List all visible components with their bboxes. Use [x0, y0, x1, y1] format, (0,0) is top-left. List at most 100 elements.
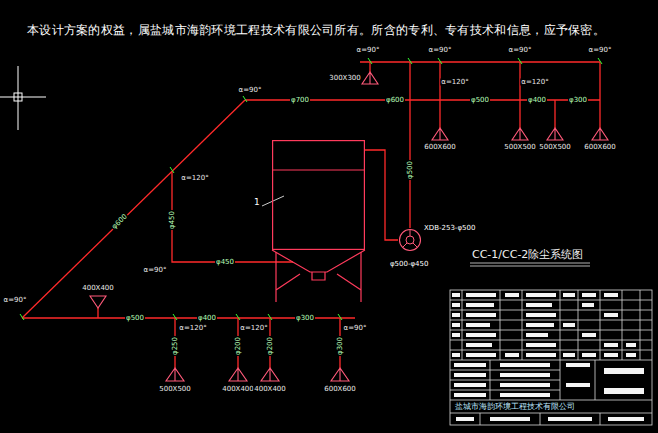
drawing-part — [466, 293, 496, 297]
crosshair — [0, 66, 46, 130]
dimension-label: φ300 — [568, 97, 588, 104]
drawing-part — [582, 353, 596, 357]
dimension-label: 400X400 — [81, 285, 115, 292]
dimension-label: α=90° — [238, 87, 263, 94]
drawing-part — [466, 303, 494, 307]
dimension-label: φ600 — [385, 97, 405, 104]
dimension-label: 600X600 — [323, 386, 357, 393]
drawing-part — [500, 363, 550, 367]
drawing-part — [505, 293, 519, 297]
dimension-label: α=90° — [508, 47, 533, 54]
drawing-part — [500, 373, 550, 377]
drawing-part — [563, 353, 575, 357]
redacted-cells — [452, 293, 644, 421]
hopper — [272, 250, 365, 272]
dimension-label: 600X600 — [423, 144, 457, 151]
hood-symbol — [432, 128, 448, 140]
drawing-part — [466, 353, 496, 357]
drawing-part — [454, 363, 486, 367]
drawing-part — [563, 323, 575, 327]
drawing-part — [526, 333, 548, 337]
dimension-label: α=120° — [520, 79, 549, 86]
duct — [409, 62, 410, 228]
hood-symbol — [331, 368, 349, 381]
drawing-part — [626, 343, 636, 347]
dimension-label: α=120° — [180, 175, 209, 182]
notice-text: 本设计方案的权益，属盐城市海韵环境工程技术有限公司所有。所含的专利、专有技术和信… — [26, 24, 606, 36]
collector-outline — [272, 140, 365, 250]
hood-symbol — [592, 128, 608, 140]
drawing-part — [452, 323, 460, 327]
fan-outline — [398, 228, 422, 252]
collector-cap — [272, 170, 365, 171]
dimension-label: φ450 — [215, 259, 235, 266]
dimension-label: φ450 — [169, 210, 176, 230]
drawing-part — [505, 353, 519, 357]
hood-symbol — [547, 128, 563, 140]
hood-symbol — [166, 368, 184, 381]
drawing-part — [500, 393, 550, 397]
company-name: 盐城市海韵环境工程技术有限公司 — [454, 403, 576, 411]
drawing-part — [582, 293, 596, 297]
drawing-part — [604, 313, 618, 317]
support-legs — [276, 252, 361, 302]
dimension-label: 300X300 — [328, 75, 362, 82]
hood-symbol — [261, 368, 279, 381]
drawing-part — [608, 417, 644, 421]
drawing-part — [452, 303, 460, 307]
hood-symbol — [90, 296, 106, 308]
dimension-label: φ300 — [337, 336, 344, 356]
drawing-part — [454, 373, 486, 377]
drawing-part — [526, 313, 556, 317]
dimension-label: α=90° — [356, 47, 381, 54]
drawing-part — [454, 383, 486, 387]
dimension-label: α=120° — [239, 325, 268, 332]
dimension-label: φ200 — [235, 336, 242, 356]
duct — [599, 62, 600, 128]
drawing-part — [626, 353, 636, 357]
dimension-label: 500X500 — [538, 144, 572, 151]
hood-symbol — [362, 72, 378, 84]
drawing-part — [526, 303, 552, 307]
duct — [22, 100, 245, 318]
collector-body — [273, 141, 365, 250]
drawing-part — [548, 417, 592, 421]
fan-casing — [400, 230, 421, 251]
fan-hub — [406, 236, 414, 244]
duct — [172, 171, 293, 262]
drawing-part — [456, 417, 474, 421]
dimension-label: α=90° — [143, 267, 168, 274]
collector-hopper — [272, 250, 365, 302]
dimension-label: φ250 — [172, 336, 179, 356]
drawing-part — [466, 333, 496, 337]
drawing-part — [490, 417, 530, 421]
drawing-part — [604, 388, 644, 394]
duct — [360, 61, 600, 62]
drawing-part — [526, 343, 556, 347]
drawing-part — [500, 383, 550, 387]
dimension-label: φ500 — [407, 160, 414, 180]
diagram-title: CC-1/CC-2除尘系统图 — [472, 249, 583, 260]
dimension-label: φ400 — [197, 315, 217, 322]
drawing-part — [466, 343, 492, 347]
drawing-part — [566, 363, 590, 367]
dimension-label: α=120° — [178, 325, 207, 332]
dimension-label: α=90° — [343, 325, 368, 332]
crosshair-box — [14, 93, 22, 101]
drawing-part — [604, 353, 618, 357]
drawing-part — [604, 343, 618, 347]
drawing-part — [452, 353, 460, 357]
drawing-part — [452, 293, 460, 297]
dimension-label: φ700 — [290, 97, 310, 104]
dimension-label: 500X500 — [503, 144, 537, 151]
drawing-part — [604, 293, 618, 297]
hood-symbol — [512, 128, 528, 140]
fan-blades — [403, 230, 417, 248]
drawing-part — [566, 383, 590, 387]
drawing-part — [452, 313, 460, 317]
elbow-ticks — [20, 58, 602, 320]
dimension-label: φ500 — [125, 315, 145, 322]
drawing-part — [563, 293, 575, 297]
title-block — [450, 290, 652, 425]
